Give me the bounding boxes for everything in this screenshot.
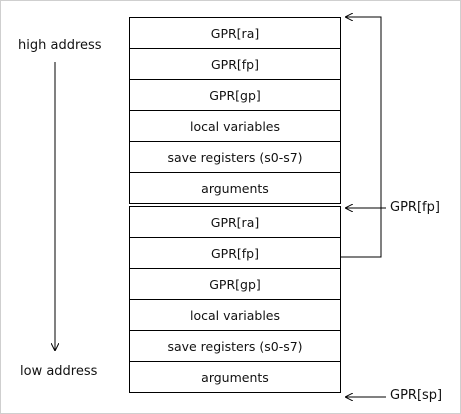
gpr-sp-pointer-label: GPR[sp] — [390, 388, 443, 403]
stack-cell-local-variables: local variables — [130, 111, 340, 142]
stack-cell-ra: GPR[ra] — [130, 18, 340, 49]
stack-frame-upper: GPR[ra] GPR[fp] GPR[gp] local variables … — [129, 17, 341, 204]
stack-cell-gp: GPR[gp] — [130, 269, 340, 300]
stack-cell-arguments: arguments — [130, 173, 340, 204]
stack-cell-gp: GPR[gp] — [130, 80, 340, 111]
stack-cell-ra: GPR[ra] — [130, 207, 340, 238]
stack-cell-local-variables: local variables — [130, 300, 340, 331]
stack-frame-lower: GPR[ra] GPR[fp] GPR[gp] local variables … — [129, 206, 341, 393]
stack-cell-save-registers: save registers (s0-s7) — [130, 142, 340, 173]
stack-cell-arguments: arguments — [130, 362, 340, 393]
gpr-fp-pointer-label: GPR[fp] — [390, 200, 440, 215]
saved-fp-link-arrow — [341, 17, 382, 258]
low-address-label: low address — [20, 364, 98, 379]
stack-cell-save-registers: save registers (s0-s7) — [130, 331, 340, 362]
high-address-label: high address — [18, 38, 102, 53]
stack-cell-fp: GPR[fp] — [130, 238, 340, 269]
stack-cell-fp: GPR[fp] — [130, 49, 340, 80]
